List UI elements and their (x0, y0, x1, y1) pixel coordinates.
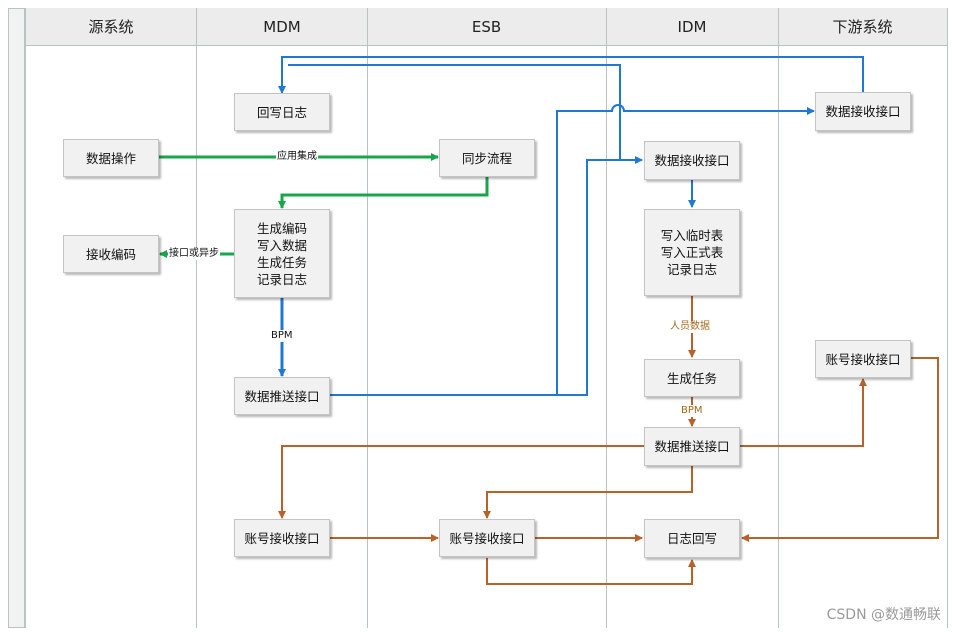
node-src-data-op: 数据操作 (63, 139, 159, 177)
lane-divider (606, 8, 607, 628)
edge-idm-receive-to-writeback (288, 64, 621, 160)
lane-divider (947, 8, 948, 628)
edge-esb-account-loop-to-log (486, 558, 696, 585)
edge-push-to-idm-receive (557, 156, 643, 396)
node-esb-sync-flow: 同步流程 (439, 139, 535, 177)
lane-divider (367, 8, 368, 628)
edge-label-bpm-mdm: BPM (270, 330, 294, 342)
node-mdm-writeback-log: 回写日志 (234, 93, 330, 131)
edge-label-person-data: 人员数据 (669, 321, 711, 333)
lane-divider (25, 8, 26, 628)
edge-push-to-esb-account (483, 466, 693, 519)
lane-header-downstream: 下游系统 (778, 8, 947, 46)
lane-header-mdm: MDM (197, 8, 367, 46)
node-idm-gen-task: 生成任务 (644, 359, 740, 397)
node-idm-receive: 数据接收接口 (644, 141, 740, 180)
edge-label-api-or-async: 接口或异步 (168, 248, 220, 260)
node-mdm-generate: 生成编码 写入数据 生成任务 记录日志 (234, 209, 330, 298)
edge-idm-to-writeback-log (278, 56, 864, 94)
edge-push-to-downstream-receive (330, 104, 815, 396)
node-idm-write: 写入临时表 写入正式表 记录日志 (644, 209, 740, 296)
edge-label-app-integration: 应用集成 (276, 151, 318, 163)
edge-push-to-down-account (740, 378, 867, 447)
node-esb-account-receive: 账号接收接口 (439, 519, 535, 557)
left-frame-bar (8, 8, 25, 628)
node-idm-push: 数据推送接口 (644, 427, 740, 466)
node-src-receive-code: 接收编码 (63, 235, 159, 273)
node-down-account-receive: 账号接收接口 (815, 340, 911, 378)
watermark: CSDN @数通畅联 (826, 607, 941, 623)
edge-sync-to-generate (278, 177, 489, 209)
node-mdm-account-receive: 账号接收接口 (234, 519, 330, 557)
node-idm-log-writeback: 日志回写 (644, 519, 740, 558)
lane-divider (778, 8, 779, 628)
edge-push-to-mdm-account (278, 445, 644, 519)
lane-divider (196, 8, 197, 628)
lane-header-esb: ESB (367, 8, 606, 46)
edge-down-account-to-log (741, 357, 939, 542)
node-mdm-push: 数据推送接口 (234, 377, 330, 415)
node-down-receive: 数据接收接口 (815, 92, 911, 131)
lane-header-idm: IDM (606, 8, 778, 46)
edge-label-bpm-idm: BPM (680, 405, 704, 417)
lane-header-source: 源系统 (25, 8, 197, 46)
